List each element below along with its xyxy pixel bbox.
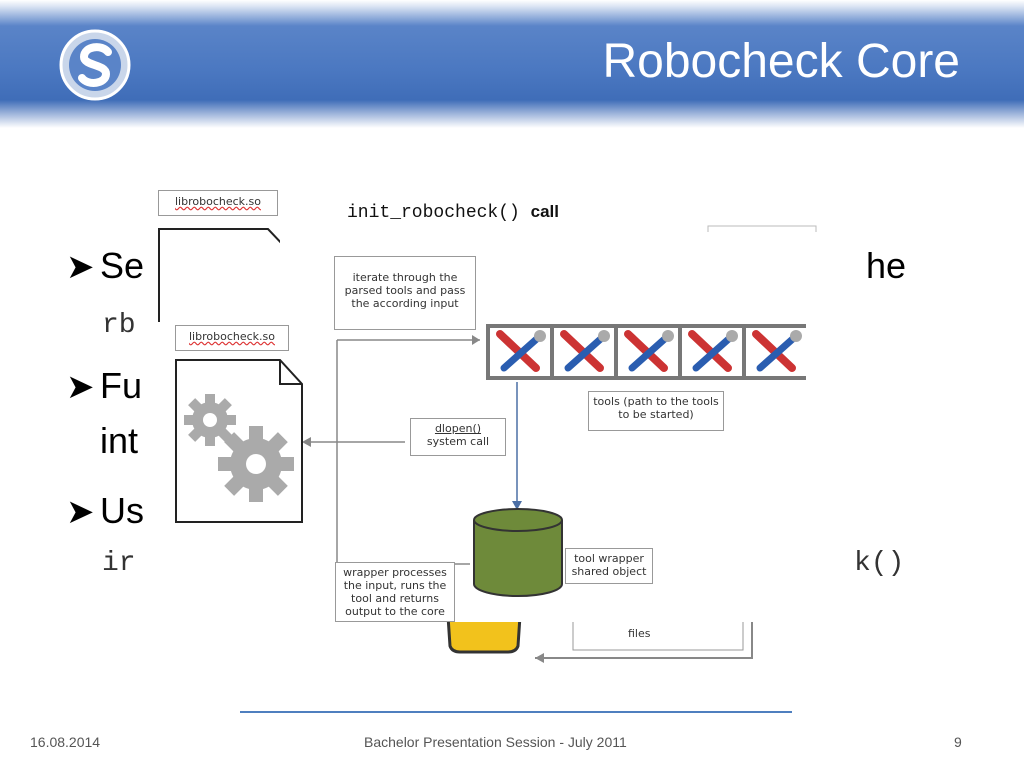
page-title: Robocheck Core (602, 35, 960, 88)
logo-icon (59, 29, 131, 101)
wrapper-processes-note: wrapper processes the input, runs the to… (335, 562, 455, 622)
tool-icon (746, 328, 806, 376)
tool-icon (554, 328, 614, 376)
bullet-3-code: ir (102, 548, 136, 579)
bullet-2-cont: int (100, 420, 139, 461)
library-label-front: librobocheck.so (175, 325, 289, 351)
dlopen-note: dlopen()system call (410, 418, 506, 456)
bullet-arrow-icon: ➤ (66, 248, 95, 286)
tool-icon (618, 328, 678, 376)
tool-wrapper-note: tool wrapper shared object (565, 548, 653, 584)
iterate-note: iterate through the parsed tools and pas… (334, 256, 476, 330)
tool-icon (682, 328, 742, 376)
library-label-back: librobocheck.so (158, 190, 278, 216)
bullet-arrow-icon: ➤ (66, 493, 95, 531)
bullet-1-text: Se (100, 245, 145, 286)
page-number: 9 (954, 734, 962, 750)
library-document-icon (175, 359, 303, 523)
bullet-1-tail: he (866, 245, 907, 286)
gear-icon (218, 426, 294, 502)
footer-title: Bachelor Presentation Session - July 201… (364, 734, 627, 750)
tools-toolbar (486, 324, 806, 380)
bullet-3-text: Us (100, 490, 144, 531)
bullet-2-text: Fu (100, 365, 143, 406)
document-back-icon (158, 228, 287, 322)
bullet-1-code: rb (102, 310, 136, 341)
header-bar: Robocheck Core (0, 0, 1024, 128)
shared-object-cylinder-icon (473, 508, 563, 597)
init-call-label: init_robocheck() call (347, 202, 559, 223)
bullet-3-tail-code: k() (854, 548, 905, 579)
bullet-arrow-icon: ➤ (66, 368, 95, 406)
faded-lower-diagram (446, 615, 753, 663)
footer-divider (240, 711, 792, 713)
gear-icon (184, 394, 236, 446)
tools-note: tools (path to the tools to be started) (588, 391, 724, 431)
tool-icon (490, 328, 550, 376)
footer-date: 16.08.2014 (30, 734, 101, 750)
files-label: files (628, 627, 651, 640)
